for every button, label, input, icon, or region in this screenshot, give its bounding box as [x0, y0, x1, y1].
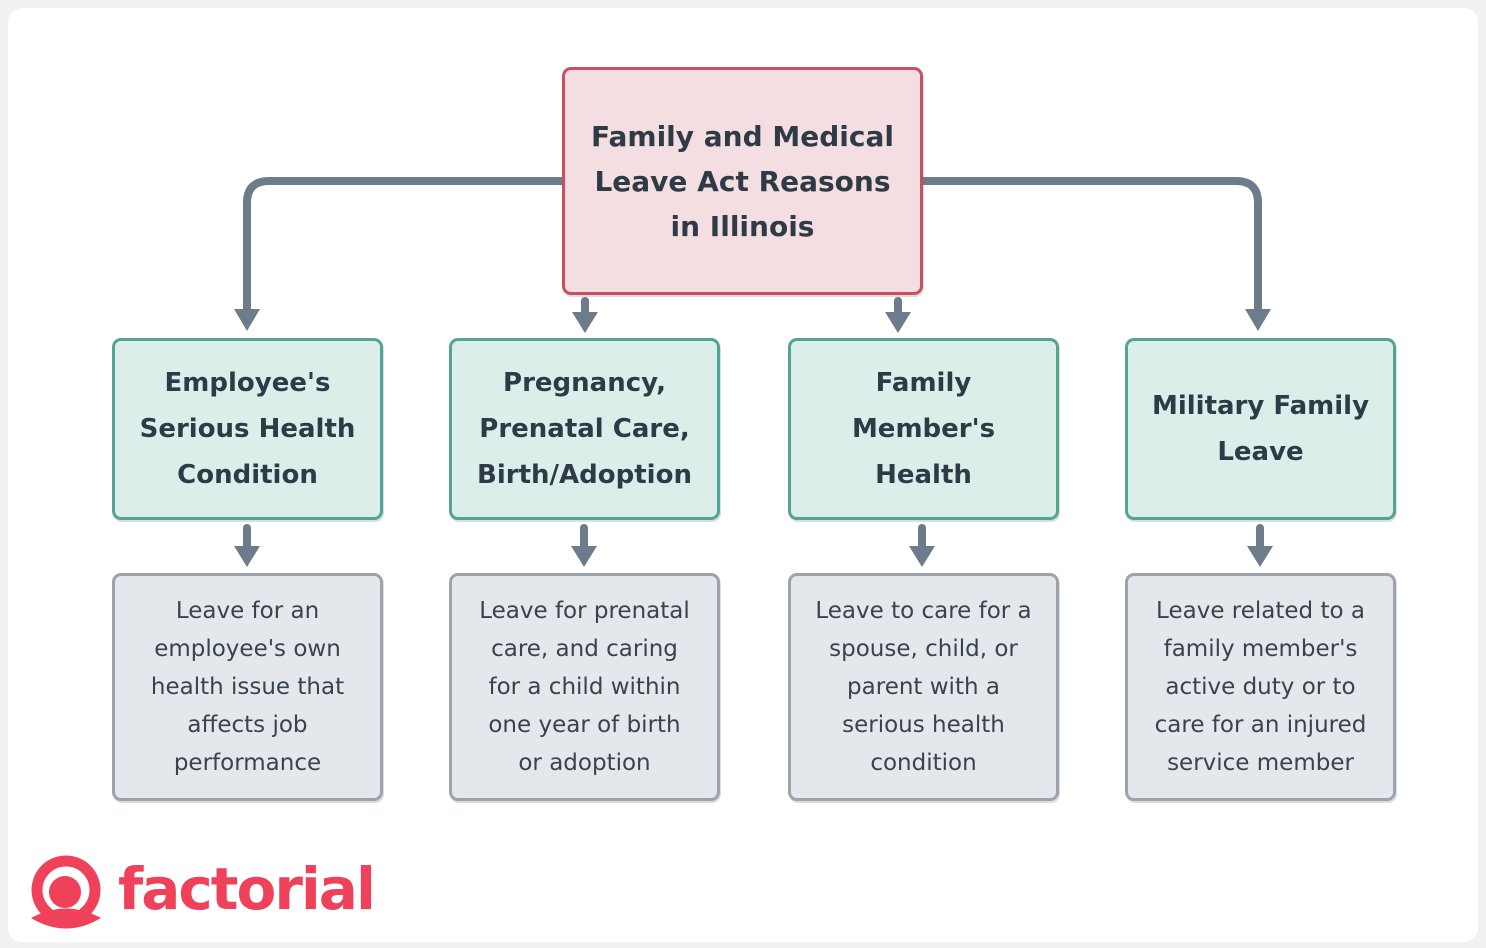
- detail-text: Leave related to a family member's activ…: [1154, 598, 1367, 776]
- logo-ring: [31, 855, 101, 918]
- logo-person-shoulders: [31, 908, 101, 929]
- category-node-military-family-leave: Military Family Leave: [1125, 338, 1396, 520]
- category-title: Pregnancy, Prenatal Care, Birth/Adoption: [477, 368, 692, 490]
- arrowhead-down-icon: [885, 312, 911, 333]
- detail-text: Leave to care for a spouse, child, or pa…: [815, 598, 1032, 776]
- arrowhead-down-icon: [1247, 546, 1273, 567]
- arrowhead-down-icon: [234, 546, 260, 567]
- arrowhead-down-icon: [909, 546, 935, 567]
- arrowhead-down-icon: [571, 546, 597, 567]
- detail-node-military-family-leave: Leave related to a family member's activ…: [1125, 573, 1396, 801]
- category-node-employee-health: Employee's Serious Health Condition: [112, 338, 383, 520]
- detail-text: Leave for an employee's own health issue…: [150, 598, 345, 776]
- connector-elbow-left: [243, 177, 566, 313]
- category-node-pregnancy: Pregnancy, Prenatal Care, Birth/Adoption: [449, 338, 720, 520]
- category-node-family-member-health: Family Member's Health: [788, 338, 1059, 520]
- detail-node-employee-health: Leave for an employee's own health issue…: [112, 573, 383, 801]
- factorial-logo-icon: [31, 855, 101, 929]
- root-node-title: Family and Medical Leave Act Reasons in …: [591, 119, 894, 243]
- brand-footer: factorial: [28, 852, 376, 934]
- detail-node-pregnancy: Leave for prenatal care, and caring for …: [449, 573, 720, 801]
- category-title: Family Member's Health: [851, 368, 996, 490]
- category-title: Employee's Serious Health Condition: [139, 368, 356, 490]
- arrowhead-down-icon: [572, 312, 598, 333]
- connector-elbow-right: [919, 177, 1262, 313]
- arrowhead-down-icon: [1245, 309, 1271, 331]
- brand-wordmark: factorial: [118, 855, 376, 923]
- root-node: Family and Medical Leave Act Reasons in …: [562, 67, 923, 295]
- detail-node-family-member-health: Leave to care for a spouse, child, or pa…: [788, 573, 1059, 801]
- category-title: Military Family Leave: [1151, 391, 1370, 467]
- logo-person: [31, 876, 101, 929]
- arrowheads: [234, 309, 1273, 567]
- logo-person-head: [49, 876, 81, 908]
- arrowhead-down-icon: [234, 309, 260, 331]
- detail-text: Leave for prenatal care, and caring for …: [479, 598, 690, 776]
